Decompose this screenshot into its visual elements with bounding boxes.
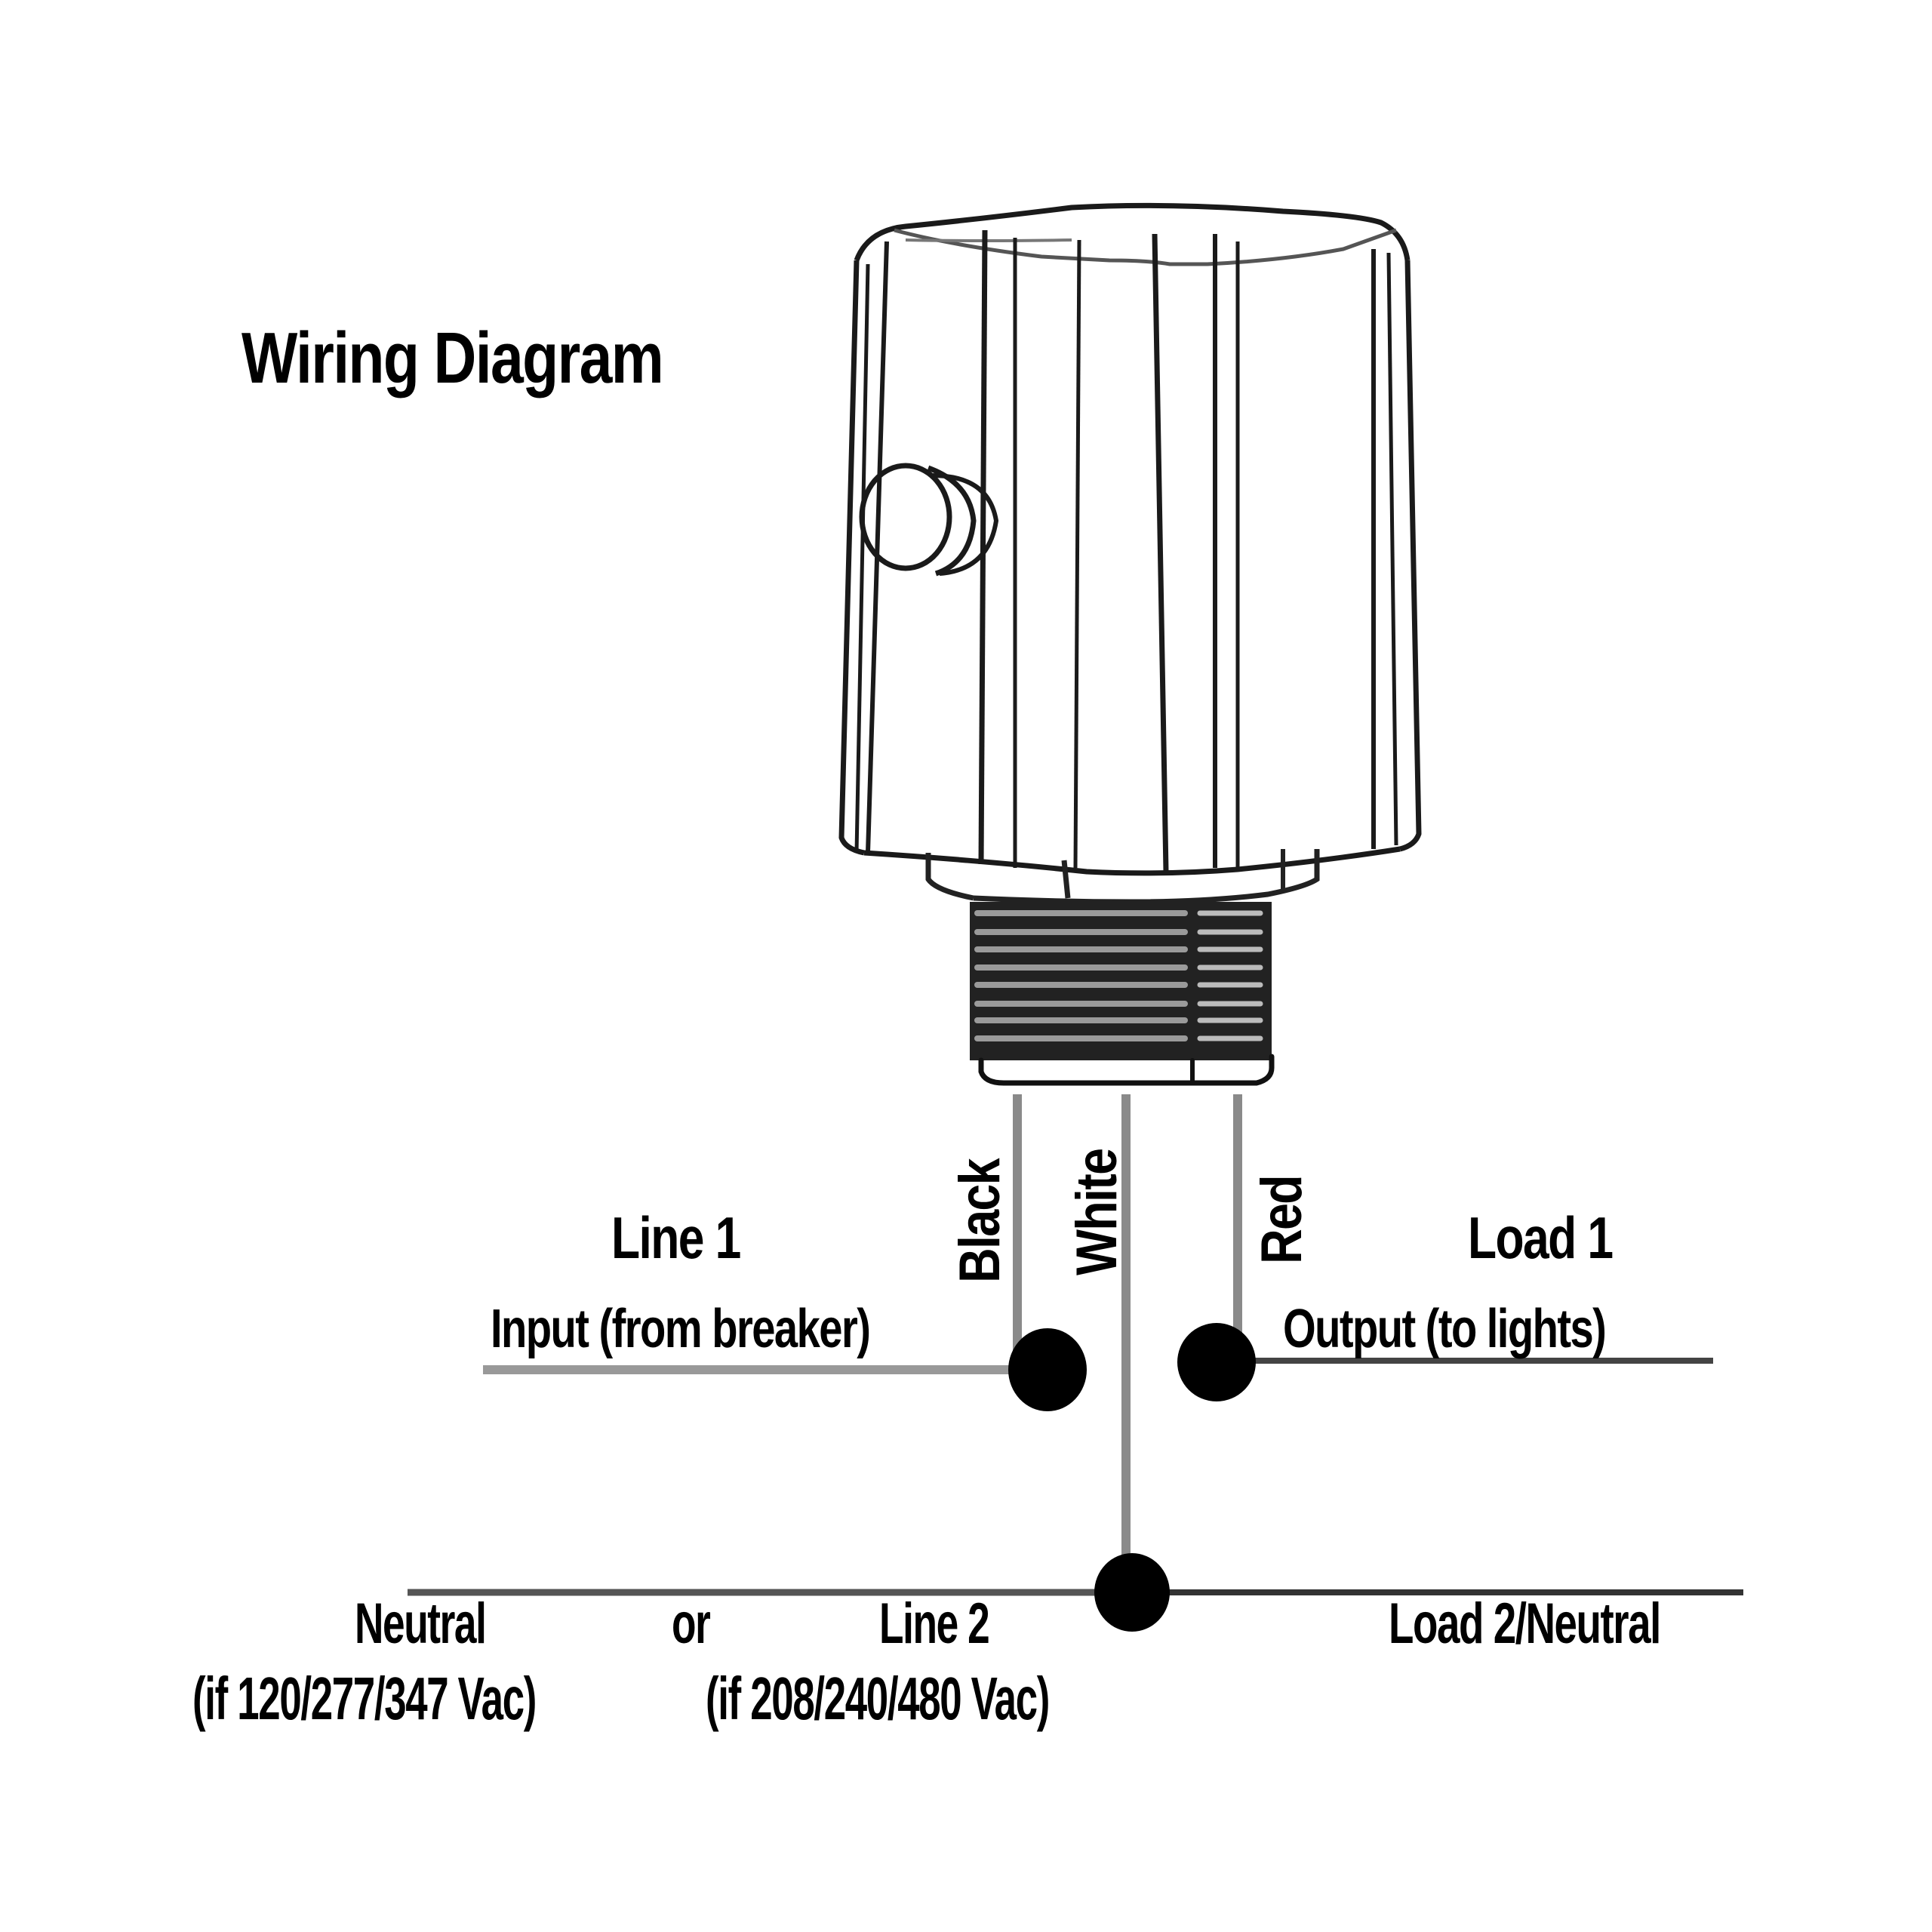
device-collar xyxy=(925,849,1320,905)
wire-lines xyxy=(408,1094,1743,1596)
line2-voltage-condition: (if 208/240/480 Vac) xyxy=(706,1665,1050,1732)
load1-sublabel: Output (to lights) xyxy=(1283,1299,1607,1359)
neutral-voltage-condition: (if 120/277/347 Vac) xyxy=(192,1665,537,1732)
red-wire-label: Red xyxy=(1250,1176,1314,1264)
load2-neutral-label: Load 2/Neutral xyxy=(1389,1592,1661,1656)
line1-sublabel: Input (from breaker) xyxy=(491,1299,871,1359)
or-label: or xyxy=(672,1592,711,1656)
load1-label: Load 1 xyxy=(1468,1204,1614,1271)
line2-label: Line 2 xyxy=(879,1592,990,1656)
line1-label: Line 1 xyxy=(611,1204,741,1271)
line1-junction-dot xyxy=(1008,1328,1087,1411)
threaded-nipple xyxy=(970,902,1275,1086)
load1-junction-dot xyxy=(1177,1323,1256,1401)
neutral-label: Neutral xyxy=(355,1592,487,1656)
diagram-title: Wiring Diagram xyxy=(242,318,664,398)
neutral-junction-dot xyxy=(1094,1553,1170,1632)
photocontrol-device xyxy=(838,202,1422,876)
white-wire-label: White xyxy=(1065,1149,1129,1275)
black-wire-label: Black xyxy=(948,1159,1012,1283)
connection-points xyxy=(1008,1323,1256,1632)
